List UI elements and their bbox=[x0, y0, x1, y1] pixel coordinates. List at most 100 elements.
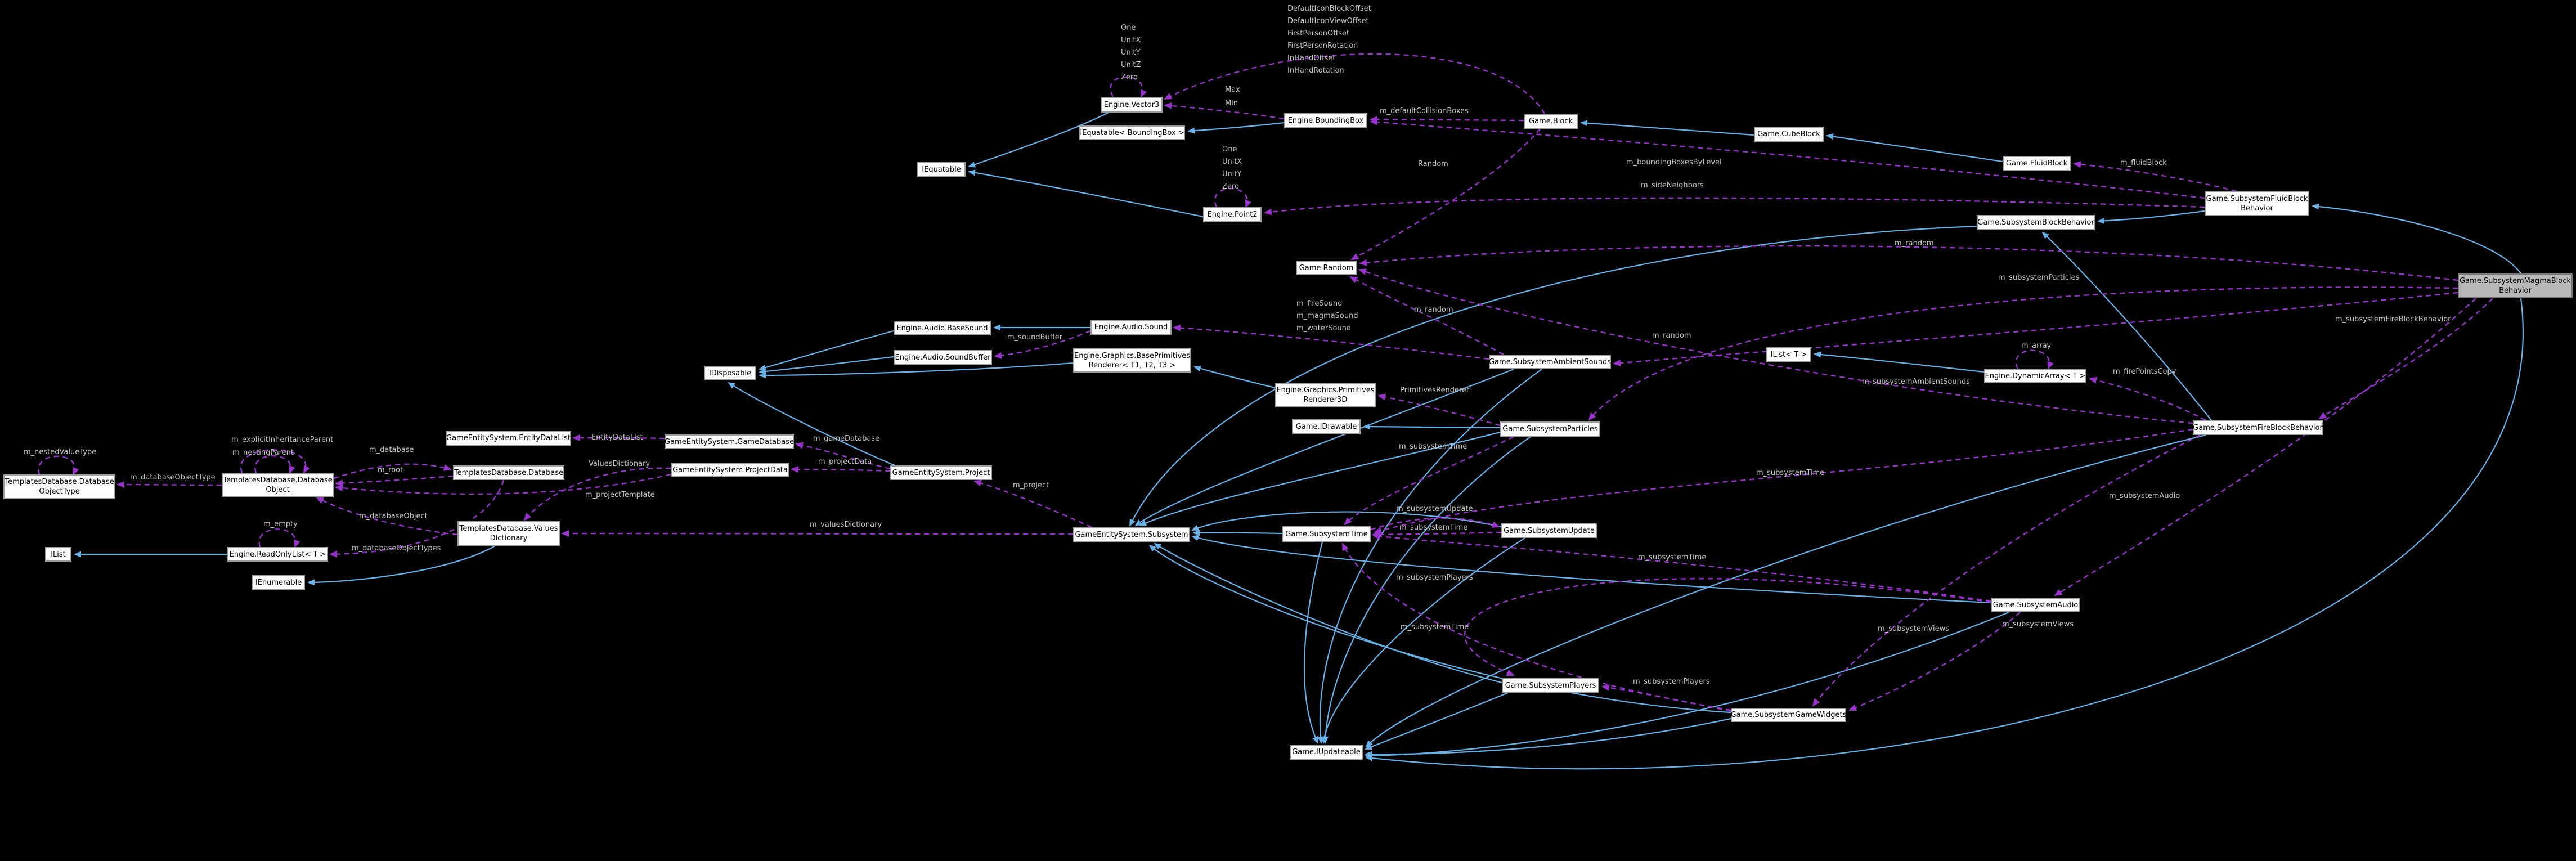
node-basesound[interactable]: Engine.Audio.BaseSound bbox=[894, 321, 991, 335]
edge-subsystemfireblockbehavior-to-subsystemblockbehavior bbox=[2041, 231, 2212, 421]
edge-subsystemaudio-to-subsystemgamewidgets bbox=[1848, 612, 2021, 711]
node-subsystem[interactable]: GameEntitySystem.Subsystem bbox=[1073, 527, 1190, 542]
node-cubeblock[interactable]: Game.CubeBlock bbox=[1754, 127, 1824, 142]
node-label: TemplatesDatabase.Database bbox=[223, 476, 333, 485]
edge-point2-to-point2 bbox=[1214, 187, 1252, 208]
node-subsystemupdate[interactable]: Game.SubsystemUpdate bbox=[1501, 523, 1597, 538]
edge-label: EntityDataList bbox=[591, 433, 643, 442]
edge-label: m_sideNeighbors bbox=[1641, 181, 1704, 190]
node-label: Dictionary bbox=[490, 534, 528, 542]
node-subsystemfireblockbehavior[interactable]: Game.SubsystemFireBlockBehavior bbox=[2193, 420, 2323, 435]
edge-subsystemfireblockbehavior-to-dynamicarray bbox=[2089, 376, 2206, 421]
node-soundbuffer[interactable]: Engine.Audio.SoundBuffer bbox=[894, 350, 992, 365]
edge-label: m_root bbox=[378, 466, 403, 474]
edge-label: m_nestingParent bbox=[232, 449, 294, 457]
edge-subsystemgamewidgets-to-subsystemplayers bbox=[1601, 684, 1731, 712]
node-label: IList< T > bbox=[1770, 351, 1807, 359]
edge-label: m_subsystemTime bbox=[1401, 623, 1469, 631]
edge-subsystemgamewidgets-to-subsystem bbox=[1148, 544, 1731, 714]
edge-label: m_boundingBoxesByLevel bbox=[1626, 158, 1722, 167]
node-gamedatabase[interactable]: GameEntitySystem.GameDatabase bbox=[665, 434, 794, 449]
node-subsystemgamewidgets[interactable]: Game.SubsystemGameWidgets bbox=[1731, 708, 1846, 722]
node-subsystemparticles[interactable]: Game.SubsystemParticles bbox=[1500, 421, 1600, 437]
node-label: Engine.Point2 bbox=[1207, 210, 1258, 219]
edge-subsystemtime-to-iupdateable bbox=[1303, 541, 1323, 744]
node-label: Engine.Audio.Sound bbox=[1094, 323, 1168, 331]
edge-subsystemfluidblockbehavior-to-subsystemblockbehavior bbox=[2097, 210, 2205, 224]
node-subsystemblockbehavior[interactable]: Game.SubsystemBlockBehavior bbox=[1977, 215, 2095, 230]
edge-subsystemmagmablockbehavior-to-subsystemaudio bbox=[2054, 298, 2476, 597]
edge-label: m_fireSound bbox=[1296, 299, 1343, 308]
edge-label: m_defaultCollisionBoxes bbox=[1380, 107, 1469, 115]
edge-label: FirstPersonOffset bbox=[1287, 29, 1350, 38]
edge-dynamicarray-to-dynamicarray bbox=[2016, 349, 2054, 370]
node-label: GameEntitySystem.EntityDataList bbox=[446, 434, 571, 442]
node-subsystemplayers[interactable]: Game.SubsystemPlayers bbox=[1502, 678, 1599, 693]
node-vector3[interactable]: Engine.Vector3 bbox=[1101, 97, 1163, 113]
edge-label: m_gameDatabase bbox=[813, 434, 880, 443]
node-random[interactable]: Game.Random bbox=[1296, 261, 1357, 275]
node-ilist-t[interactable]: IList< T > bbox=[1766, 347, 1811, 362]
node-label: Game.IDrawable bbox=[1295, 423, 1357, 431]
edge-block-to-random bbox=[1350, 128, 1541, 261]
node-point2[interactable]: Engine.Point2 bbox=[1203, 207, 1262, 222]
edge-subsystemgamewidgets-to-iupdateable bbox=[1365, 718, 1731, 757]
node-label: IEquatable bbox=[922, 165, 961, 174]
node-iequatable-boundingbox[interactable]: IEquatable< BoundingBox > bbox=[1079, 125, 1185, 140]
node-ienumerable[interactable]: IEnumerable bbox=[252, 575, 305, 590]
node-iequatable[interactable]: IEquatable bbox=[917, 162, 966, 177]
node-database[interactable]: TemplatesDatabase.Database bbox=[453, 465, 564, 480]
node-fluidblock[interactable]: Game.FluidBlock bbox=[2003, 156, 2071, 171]
edge-subsystemupdate-to-subsystemtime bbox=[1372, 531, 1502, 538]
node-label: Game.SubsystemParticles bbox=[1502, 425, 1598, 433]
edge-subsystemtime-to-subsystemupdate bbox=[1370, 517, 1500, 531]
edge-label: m_projectData bbox=[818, 458, 872, 466]
node-subsystemtime[interactable]: Game.SubsystemTime bbox=[1282, 526, 1371, 542]
edge-label: DefaultIconViewOffset bbox=[1287, 17, 1369, 25]
node-projectdata[interactable]: GameEntitySystem.ProjectData bbox=[671, 463, 789, 477]
node-ilist[interactable]: IList bbox=[45, 547, 71, 562]
node-boundingbox[interactable]: Engine.BoundingBox bbox=[1284, 113, 1367, 128]
edge-label: m_explicitInheritanceParent bbox=[231, 436, 334, 444]
node-label: Engine.Graphics.BasePrimitives bbox=[1074, 351, 1190, 360]
node-idrawable[interactable]: Game.IDrawable bbox=[1292, 419, 1361, 434]
node-sound[interactable]: Engine.Audio.Sound bbox=[1090, 320, 1172, 335]
node-readonlylist[interactable]: Engine.ReadOnlyList< T > bbox=[227, 547, 328, 562]
edge-label: One bbox=[1121, 24, 1136, 32]
node-label: Game.Random bbox=[1299, 263, 1354, 272]
edge-label: m_project bbox=[1013, 481, 1049, 490]
node-block[interactable]: Game.Block bbox=[1524, 114, 1578, 129]
node-label: Game.CubeBlock bbox=[1757, 130, 1820, 138]
edge-projectdata-to-databaseobject bbox=[335, 473, 671, 495]
edge-subsystemparticles-to-subsystem bbox=[1139, 431, 1501, 526]
node-iupdateable[interactable]: Game.IUpdateable bbox=[1290, 745, 1363, 760]
node-subsystemaudio[interactable]: Game.SubsystemAudio bbox=[1991, 598, 2080, 612]
node-label: Game.SubsystemAmbientSounds bbox=[1488, 357, 1612, 366]
edge-subsystemaudio-to-subsystemtime bbox=[1372, 533, 1991, 602]
edge-subsystemplayers-to-subsystem bbox=[1154, 542, 1502, 684]
edge-label: m_soundBuffer bbox=[1007, 333, 1063, 342]
node-label: IEquatable< BoundingBox > bbox=[1080, 128, 1184, 137]
node-subsystemambientsounds[interactable]: Game.SubsystemAmbientSounds bbox=[1489, 355, 1611, 369]
node-idisposable[interactable]: IDisposable bbox=[704, 366, 756, 380]
edge-subsystemmagmablockbehavior-to-subsystemfireblockbehavior bbox=[2318, 298, 2493, 420]
edge-label: m_fluidBlock bbox=[2120, 159, 2167, 167]
node-project[interactable]: GameEntitySystem.Project bbox=[890, 465, 992, 480]
node-label: ObjectType bbox=[39, 487, 80, 496]
node-entitydatalist[interactable]: GameEntitySystem.EntityDataList bbox=[446, 430, 571, 446]
edge-label: m_subsystemTime bbox=[1756, 469, 1825, 477]
edge-label: m_databaseObjectTypes bbox=[352, 544, 441, 553]
edge-label: m_waterSound bbox=[1296, 324, 1352, 333]
edge-subsystemambientsounds-to-random bbox=[1349, 276, 1504, 356]
node-dynamicarray[interactable]: Engine.DynamicArray< T > bbox=[1984, 369, 2086, 383]
edge-label: m_databaseObjectType bbox=[130, 473, 216, 482]
edge-subsystem-to-valuesdictionary bbox=[561, 530, 1074, 537]
